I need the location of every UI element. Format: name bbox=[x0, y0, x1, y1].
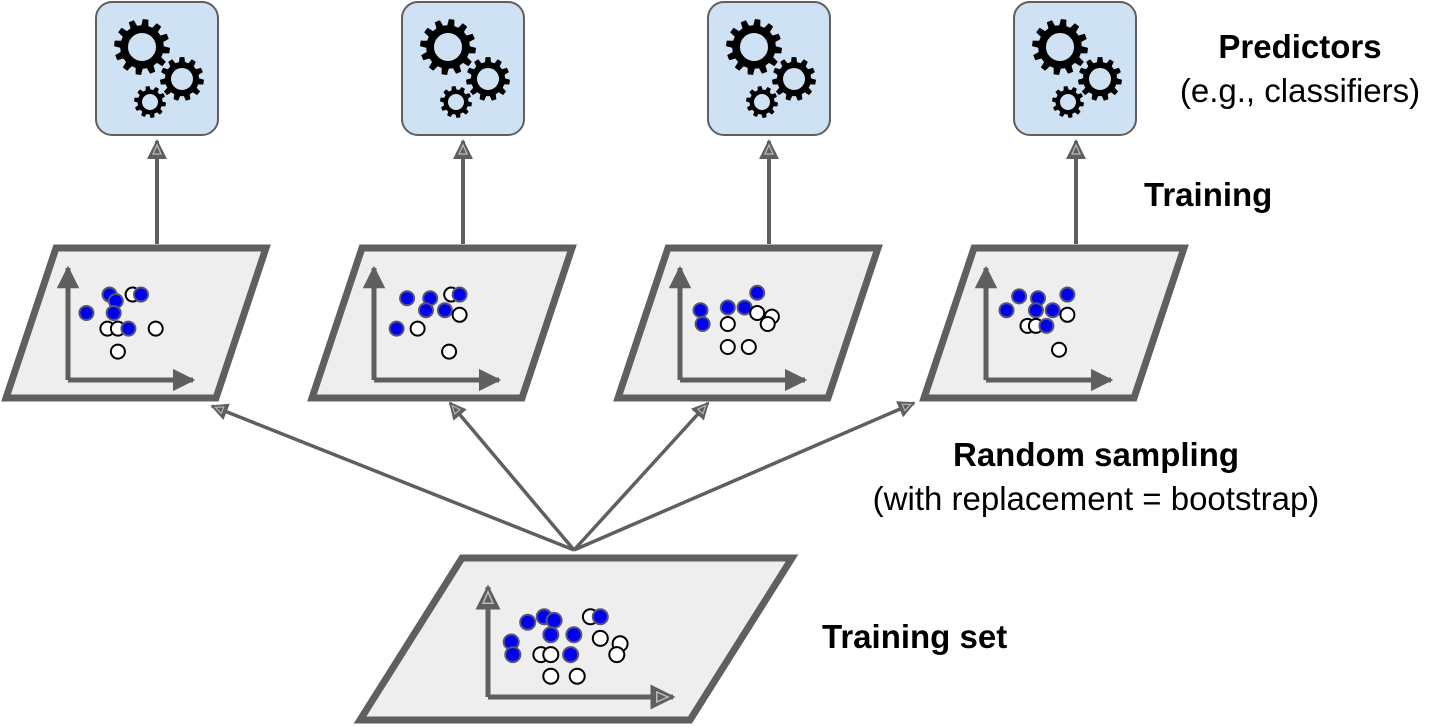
data-point-blue bbox=[105, 304, 122, 321]
data-point-blue bbox=[719, 299, 736, 316]
predictors-title: Predictors bbox=[1218, 28, 1382, 65]
arrows-layer bbox=[147, 139, 1086, 552]
data-point-blue bbox=[120, 320, 137, 337]
data-point-blue bbox=[1044, 302, 1061, 319]
bootstrap-sample-4 bbox=[919, 244, 1189, 402]
panels-layer bbox=[1, 244, 1189, 724]
data-point-white bbox=[759, 316, 776, 332]
gear-ring bbox=[1085, 64, 1115, 94]
data-point-white bbox=[719, 339, 736, 355]
gears-icon bbox=[1032, 19, 1122, 118]
gear-large-icon bbox=[114, 19, 170, 75]
gear-large-icon bbox=[1032, 19, 1088, 75]
sampling-arrow bbox=[572, 401, 710, 552]
data-point-blue bbox=[749, 284, 766, 301]
gear-ring bbox=[1057, 91, 1079, 113]
data-point-white bbox=[147, 320, 164, 337]
training-set-label: Training set bbox=[822, 618, 1008, 655]
sampling-arrow bbox=[448, 401, 576, 552]
data-point-white bbox=[1059, 306, 1076, 323]
random-sampling-title: Random sampling bbox=[952, 436, 1240, 473]
gear-ring bbox=[735, 28, 773, 66]
data-point-blue bbox=[451, 286, 468, 303]
predictors-subtitle: (e.g., classifiers) bbox=[1179, 72, 1421, 109]
data-point-white bbox=[1051, 341, 1067, 358]
gear-large-icon bbox=[420, 19, 476, 75]
gear-medium-icon bbox=[160, 57, 204, 101]
panel-frame bbox=[919, 244, 1189, 402]
data-point-blue bbox=[519, 613, 537, 631]
predictor-4 bbox=[1013, 1, 1137, 136]
data-point-white bbox=[568, 667, 586, 685]
data-point-blue bbox=[1027, 302, 1044, 319]
data-point-blue bbox=[504, 646, 522, 664]
data-point-white bbox=[749, 304, 766, 321]
data-point-blue bbox=[591, 608, 609, 626]
gears-icon bbox=[726, 19, 816, 118]
data-point-white bbox=[740, 339, 757, 355]
gear-medium-icon bbox=[772, 57, 816, 101]
data-point-white bbox=[719, 316, 736, 332]
predictor-3 bbox=[707, 1, 831, 136]
data-point-blue bbox=[1011, 288, 1028, 305]
data-point-blue bbox=[565, 626, 583, 644]
data-point-white bbox=[608, 646, 626, 664]
data-point-blue bbox=[694, 316, 711, 332]
data-point-blue bbox=[133, 286, 149, 303]
gear-ring bbox=[445, 91, 467, 113]
training-label: Training bbox=[1144, 176, 1273, 213]
data-point-blue bbox=[1059, 286, 1076, 303]
bootstrap-sample-3 bbox=[613, 244, 883, 402]
training-set bbox=[353, 554, 799, 724]
bootstrap-sample-2 bbox=[307, 244, 577, 402]
data-point-white bbox=[409, 320, 426, 337]
gear-medium-icon bbox=[1078, 57, 1122, 101]
data-point-white bbox=[451, 306, 468, 323]
gear-ring bbox=[167, 64, 197, 94]
data-point-white bbox=[441, 343, 458, 360]
data-point-blue bbox=[1038, 317, 1055, 334]
sampling-arrow bbox=[210, 403, 575, 552]
gear-ring bbox=[429, 28, 467, 66]
predictor-2 bbox=[401, 1, 525, 136]
data-point-blue bbox=[545, 611, 563, 629]
gear-ring bbox=[1041, 28, 1079, 66]
gears-icon bbox=[420, 19, 510, 118]
predictors-layer bbox=[95, 1, 1137, 136]
gear-ring bbox=[751, 91, 773, 113]
data-point-blue bbox=[542, 626, 560, 644]
data-point-white bbox=[542, 667, 560, 685]
data-point-white bbox=[591, 629, 609, 647]
data-point-white bbox=[109, 343, 126, 360]
data-point-blue bbox=[388, 320, 405, 337]
gear-small-icon bbox=[134, 86, 166, 118]
data-point-blue bbox=[692, 302, 709, 319]
data-point-blue bbox=[78, 304, 95, 321]
random-sampling-subtitle: (with replacement = bootstrap) bbox=[872, 480, 1320, 517]
predictor-1 bbox=[95, 1, 219, 136]
bootstrap-sample-1 bbox=[1, 244, 271, 402]
data-point-blue bbox=[436, 302, 453, 319]
gear-ring bbox=[139, 91, 161, 113]
gear-medium-icon bbox=[466, 57, 510, 101]
gears-icon bbox=[114, 19, 204, 118]
gear-ring bbox=[779, 64, 809, 94]
gear-small-icon bbox=[440, 86, 472, 118]
data-point-blue bbox=[998, 302, 1015, 319]
gear-small-icon bbox=[746, 86, 778, 118]
gear-small-icon bbox=[1052, 86, 1084, 118]
panel-frame bbox=[307, 244, 577, 402]
data-point-blue bbox=[399, 290, 416, 307]
gear-large-icon bbox=[726, 19, 782, 75]
panel-frame bbox=[1, 244, 271, 402]
panel-frame bbox=[613, 244, 883, 402]
sampling-arrow bbox=[573, 401, 916, 552]
gear-ring bbox=[123, 28, 161, 66]
data-point-white bbox=[542, 646, 560, 664]
data-point-blue bbox=[418, 302, 434, 319]
gear-ring bbox=[473, 64, 503, 94]
data-point-blue bbox=[562, 646, 580, 664]
